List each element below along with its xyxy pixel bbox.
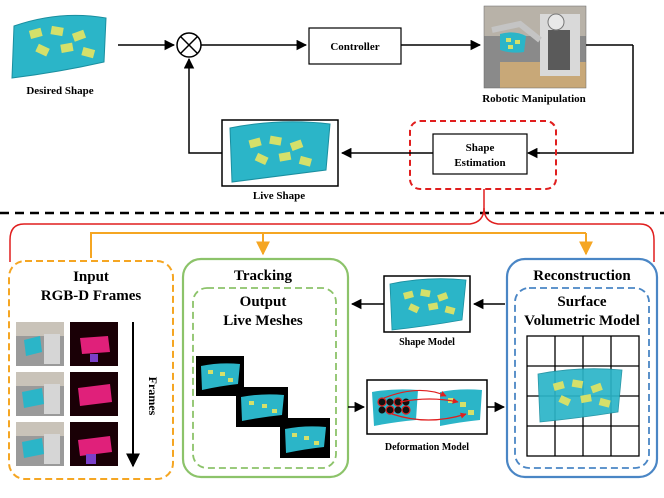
rgb-frame-3 bbox=[16, 422, 64, 466]
shape-estimation-label-line1: Shape bbox=[466, 142, 495, 154]
orange-distribution-line bbox=[90, 232, 586, 258]
rgb-frame-2 bbox=[16, 372, 64, 416]
output-title-line1: Output bbox=[240, 294, 287, 310]
input-title-line1: Input bbox=[73, 269, 109, 285]
surface-title-line2: Volumetric Model bbox=[524, 313, 640, 329]
surface-title-line1: Surface bbox=[557, 294, 606, 310]
volumetric-cloth-image bbox=[537, 368, 623, 423]
rgb-frame-1 bbox=[16, 322, 64, 366]
live-to-junction-arrow bbox=[183, 57, 222, 154]
robotic-manipulation-label: Robotic Manipulation bbox=[482, 93, 586, 105]
red-bracket-left bbox=[9, 189, 485, 262]
desired-shape-label: Desired Shape bbox=[26, 85, 93, 97]
input-panel bbox=[8, 260, 174, 480]
live-mesh-2 bbox=[236, 387, 288, 427]
shape-model-label: Shape Model bbox=[399, 337, 455, 348]
surface-subpanel bbox=[514, 287, 650, 469]
robot-photo bbox=[483, 5, 587, 89]
deformation-model-image bbox=[372, 389, 482, 426]
output-title-line2: Live Meshes bbox=[223, 313, 303, 329]
shape-estimation-highlight bbox=[409, 120, 557, 190]
reconstruction-title: Reconstruction bbox=[533, 268, 631, 284]
live-mesh-3 bbox=[280, 418, 330, 458]
input-title-line2: RGB-D Frames bbox=[41, 288, 142, 304]
depth-frame-2 bbox=[70, 372, 118, 416]
controller-label: Controller bbox=[330, 41, 379, 53]
depth-frame-3 bbox=[70, 422, 118, 466]
frames-label: Frames bbox=[146, 377, 160, 416]
red-bracket-right bbox=[483, 207, 655, 262]
desired-shape-image bbox=[11, 14, 107, 79]
tracking-panel bbox=[181, 257, 350, 479]
deformation-model-label: Deformation Model bbox=[385, 442, 469, 453]
shape-estimation-box bbox=[432, 133, 528, 175]
reconstruction-panel bbox=[505, 257, 659, 479]
summing-junction-icon bbox=[176, 32, 202, 58]
tracking-title: Tracking bbox=[234, 268, 293, 284]
shape-model-image bbox=[389, 278, 467, 331]
robot-to-estimation-connector bbox=[531, 45, 634, 154]
shape-estimation-label-line2: Estimation bbox=[454, 157, 505, 169]
output-subpanel bbox=[192, 287, 337, 469]
depth-frame-1 bbox=[70, 322, 118, 366]
live-shape-label: Live Shape bbox=[253, 190, 305, 202]
live-shape-image bbox=[229, 121, 331, 183]
controller-box bbox=[308, 27, 402, 65]
